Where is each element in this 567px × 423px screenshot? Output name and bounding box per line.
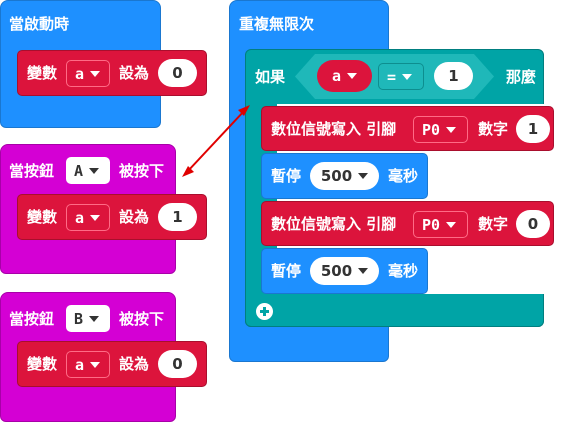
chevron-down-icon [89,167,100,174]
chevron-down-icon [446,221,457,228]
if-bottom-cap [245,296,544,327]
on-start-label: 當啟動時 [9,15,70,33]
variable-name: a [331,67,342,85]
digital-write-block-2[interactable] [261,201,554,246]
digital-write-label: 數位信號寫入 引腳 [271,215,397,233]
pause-label: 暫停 [271,167,302,185]
digital-write-block-1[interactable] [261,106,554,151]
chevron-down-icon [90,70,101,77]
chevron-down-icon [358,173,369,179]
set-variable-label: 變數 [27,355,58,373]
variable-name: a [75,208,85,227]
button-dropdown-a[interactable]: A [66,157,110,184]
button-name: A [74,161,84,180]
value-input[interactable]: 0 [158,350,197,378]
set-to-label: 設為 [119,64,150,82]
pause-value-dropdown[interactable]: 500 [310,257,379,285]
if-inner-strip [261,104,277,294]
variable-name: a [75,355,85,374]
pin-name: P0 [422,120,441,139]
operator-symbol: = [387,67,397,86]
button-dropdown-b[interactable]: B [66,305,110,332]
write-value-input[interactable]: 0 [516,210,550,238]
write-value-input[interactable]: 1 [516,115,550,143]
chevron-down-icon [347,73,358,79]
pause-value: 500 [320,262,353,280]
set-variable-label: 變數 [27,64,58,82]
variable-dropdown[interactable]: a [66,60,110,87]
pressed-label: 被按下 [119,162,165,180]
chevron-down-icon [90,361,101,368]
pause-label: 暫停 [271,262,302,280]
chevron-down-icon [90,214,101,221]
pin-dropdown[interactable]: P0 [413,211,468,238]
set-to-label: 設為 [119,355,150,373]
set-to-label: 設為 [119,208,150,226]
ms-label: 毫秒 [388,167,419,185]
forever-label: 重複無限次 [239,15,315,33]
pin-name: P0 [422,215,441,234]
on-button-label: 當按鈕 [9,310,55,328]
value-input[interactable]: 1 [158,203,197,231]
digital-write-label: 數位信號寫入 引腳 [271,120,397,138]
pressed-label: 被按下 [119,310,165,328]
chevron-down-icon [402,73,413,80]
value-label: 數字 [478,120,509,138]
variable-name: a [75,64,85,83]
set-variable-label: 變數 [27,208,58,226]
ms-label: 毫秒 [388,262,419,280]
then-label: 那麼 [506,68,537,86]
pause-value: 500 [320,167,353,185]
chevron-down-icon [358,268,369,274]
variable-dropdown[interactable]: a [66,351,110,378]
variable-reporter[interactable]: a [317,60,372,92]
value-label: 數字 [478,215,509,233]
chevron-down-icon [446,126,457,133]
compare-value-input[interactable]: 1 [434,62,473,90]
button-name: B [74,309,84,328]
chevron-down-icon [89,315,100,322]
operator-dropdown[interactable]: = [378,63,424,90]
pause-value-dropdown[interactable]: 500 [310,162,379,190]
if-label: 如果 [255,68,286,86]
value-input[interactable]: 0 [158,59,197,87]
pin-dropdown[interactable]: P0 [413,116,468,143]
on-button-label: 當按鈕 [9,162,55,180]
plus-circle-icon[interactable] [256,303,273,320]
variable-dropdown[interactable]: a [66,204,110,231]
